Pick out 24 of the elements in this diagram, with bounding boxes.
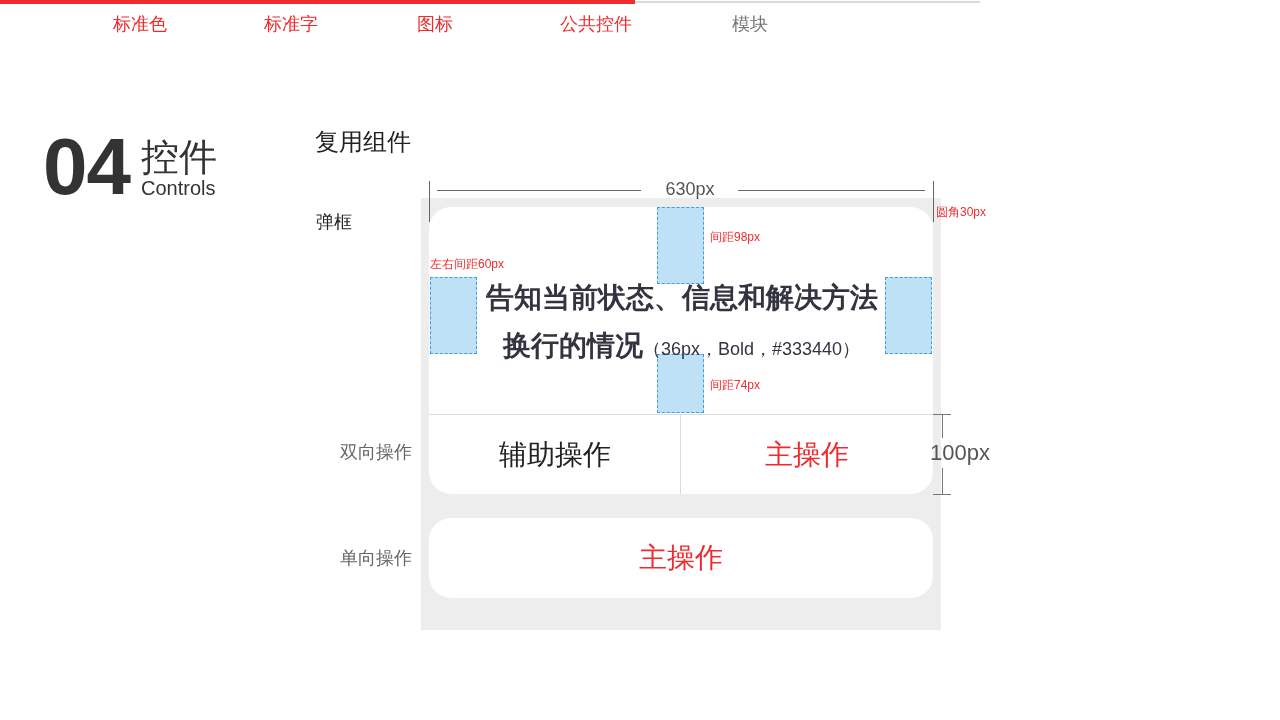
nav-label: 标准字 bbox=[264, 15, 318, 35]
dimension-label: 100px bbox=[930, 440, 990, 466]
section-subtitle: Controls bbox=[141, 177, 216, 199]
message-text: 告知当前状态、信息和解决方法换行的情况（36px，Bold，#333440） bbox=[484, 281, 879, 363]
nav-label: 图标 bbox=[417, 15, 453, 35]
primary-button: 主操作 bbox=[429, 518, 933, 598]
annotation-label: 左右间距60px bbox=[430, 258, 505, 272]
annotation-label: 圆角30px bbox=[936, 206, 987, 220]
annotation-label: 间距74px bbox=[710, 379, 761, 393]
category-label: 弹框 bbox=[316, 213, 352, 233]
row-label: 双向操作 bbox=[340, 443, 412, 463]
dialog-card bbox=[429, 207, 933, 494]
annotation-label: 间距98px bbox=[710, 231, 761, 245]
spacing-marker bbox=[657, 207, 704, 284]
nav-label: 模块 bbox=[732, 15, 768, 35]
row-label: 单向操作 bbox=[340, 549, 412, 569]
nav-label: 公共控件 bbox=[560, 15, 632, 35]
spacing-marker bbox=[885, 277, 932, 354]
section-heading: 复用组件 bbox=[315, 128, 411, 156]
section-title: 控件 bbox=[141, 137, 217, 179]
section-number: 04 bbox=[43, 131, 130, 203]
secondary-button: 辅助操作 bbox=[429, 414, 681, 494]
nav-label: 标准色 bbox=[113, 15, 167, 35]
spacing-marker bbox=[430, 277, 477, 354]
